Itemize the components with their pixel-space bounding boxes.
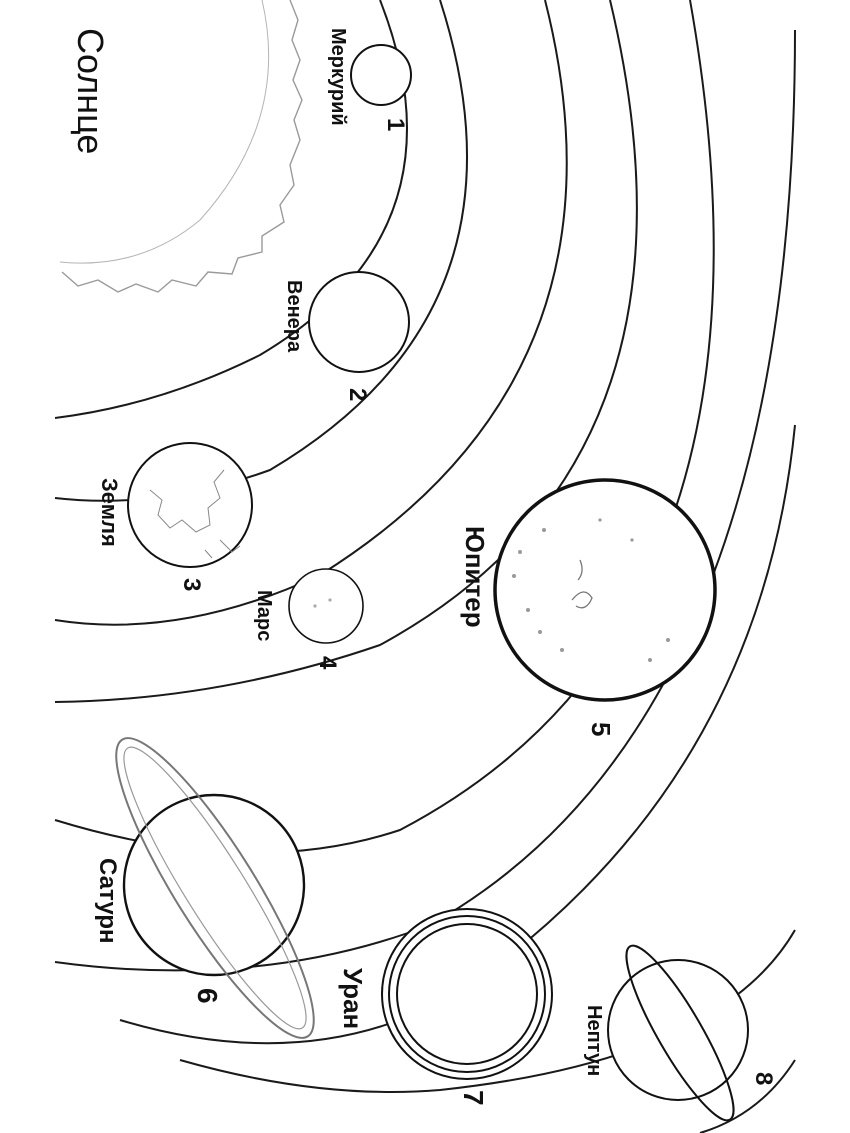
- jupiter-spot: [538, 630, 542, 634]
- jupiter-spot: [560, 648, 564, 652]
- orbit-mars: [54, 0, 638, 703]
- saturn-ring-inner: [123, 746, 307, 1030]
- jupiter-spot: [648, 658, 652, 662]
- jupiter-spot: [598, 518, 602, 522]
- mars-spot: [313, 604, 317, 608]
- planet-name-label: Сатурн: [94, 858, 121, 944]
- planet-name-label: Земля: [97, 478, 122, 547]
- planet-number-label: 6: [192, 988, 223, 1004]
- venus-body: [308, 271, 410, 373]
- planet-name-label: Уран: [338, 968, 368, 1029]
- planet-mercury: [350, 44, 412, 106]
- planet-number-label: 2: [344, 388, 371, 401]
- planet-earth: [127, 442, 253, 568]
- planet-number-label: 7: [458, 1090, 489, 1106]
- neptune-ring: [625, 944, 735, 1122]
- sun-surface: [59, 0, 270, 264]
- planet-number-label: 3: [178, 578, 205, 591]
- planet-name-label: Юпитер: [460, 526, 490, 628]
- jupiter-spot: [666, 638, 670, 642]
- planet-venus: [308, 271, 410, 373]
- labels: Солнце Меркурий 1 Венера 2 Земля 3 Марс …: [70, 28, 777, 1106]
- jupiter-spot: [630, 538, 634, 542]
- planet-saturn: [115, 737, 315, 1039]
- planet-jupiter: [493, 478, 717, 702]
- jupiter-spot: [542, 528, 546, 532]
- saturn-ring-outer: [115, 737, 315, 1039]
- saturn-body: [122, 793, 306, 977]
- sun-corona: [61, 0, 303, 293]
- planet-uranus: [381, 908, 553, 1080]
- earth-body: [127, 442, 253, 568]
- jupiter-spot: [518, 550, 522, 554]
- sun: [59, 0, 303, 293]
- sun-label: Солнце: [70, 28, 111, 154]
- earth-continents: [149, 469, 241, 559]
- orbit-mercury: [54, 0, 408, 419]
- uranus-body: [396, 923, 538, 1065]
- orbit-earth: [54, 0, 568, 626]
- jupiter-body: [493, 478, 717, 702]
- planet-name-label: Марс: [253, 590, 275, 641]
- planet-number-label: 4: [314, 656, 341, 670]
- mercury-body: [350, 44, 412, 106]
- jupiter-spot: [526, 608, 530, 612]
- uranus-ring-middle: [388, 915, 546, 1073]
- planet-number-label: 8: [750, 1072, 777, 1085]
- mars-spot: [328, 598, 332, 602]
- jupiter-great-red-spot: [571, 559, 593, 609]
- planet-mars: [288, 568, 364, 644]
- planet-number-label: 5: [586, 722, 616, 736]
- neptune-body: [607, 959, 749, 1101]
- planet-name-label: Нептун: [583, 1005, 605, 1076]
- mars-body: [288, 568, 364, 644]
- planet-name-label: Венера: [283, 280, 305, 353]
- planet-neptune: [607, 944, 749, 1122]
- jupiter-spot: [512, 574, 516, 578]
- planet-number-label: 1: [382, 118, 409, 131]
- orbit-outer: [699, 1059, 796, 1133]
- planet-name-label: Меркурий: [327, 28, 349, 126]
- jupiter-spots: [512, 518, 670, 662]
